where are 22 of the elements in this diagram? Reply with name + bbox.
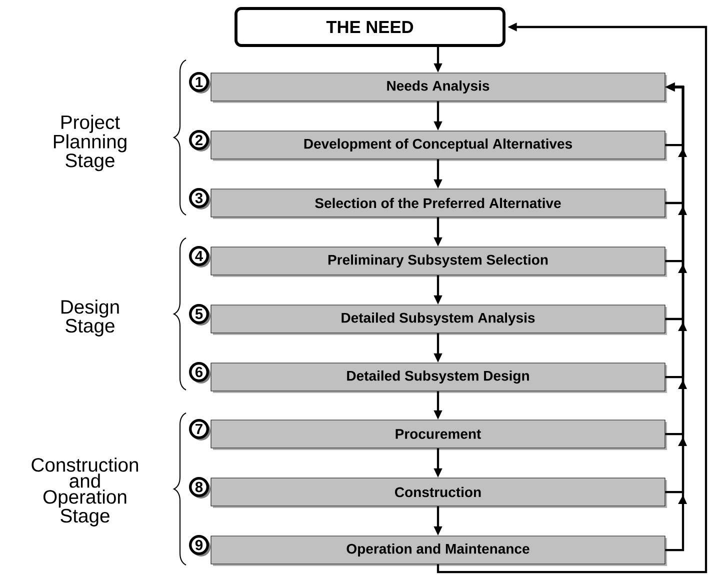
- stage-label: Construction and Operation Stage: [32, 458, 138, 526]
- process-box: Selection of the Preferred Alternative: [210, 188, 667, 219]
- process-box: Operation and Maintenance: [210, 536, 667, 566]
- step-number: 4: [189, 246, 210, 268]
- step-number: 3: [189, 188, 210, 210]
- stage-label: Design Stage: [62, 300, 119, 336]
- start-box: THE NEED: [234, 7, 506, 47]
- step-number: 1: [189, 72, 210, 94]
- process-box: Detailed Subsystem Design: [210, 362, 667, 393]
- step-number: 9: [189, 535, 210, 556]
- process-box: Procurement: [210, 420, 667, 450]
- step-number: 2: [189, 130, 210, 152]
- stage-label: Project Planning Stage: [54, 114, 126, 172]
- step-number: 5: [189, 304, 210, 326]
- process-box: Preliminary Subsystem Selection: [210, 246, 667, 277]
- process-box: Needs Analysis: [210, 72, 667, 103]
- step-number: 7: [189, 419, 210, 440]
- step-number: 8: [189, 477, 210, 498]
- step-number: 6: [189, 362, 210, 384]
- process-box: Construction: [210, 478, 667, 508]
- process-box: Detailed Subsystem Analysis: [210, 304, 667, 335]
- process-box: Development of Conceptual Alternatives: [210, 130, 667, 161]
